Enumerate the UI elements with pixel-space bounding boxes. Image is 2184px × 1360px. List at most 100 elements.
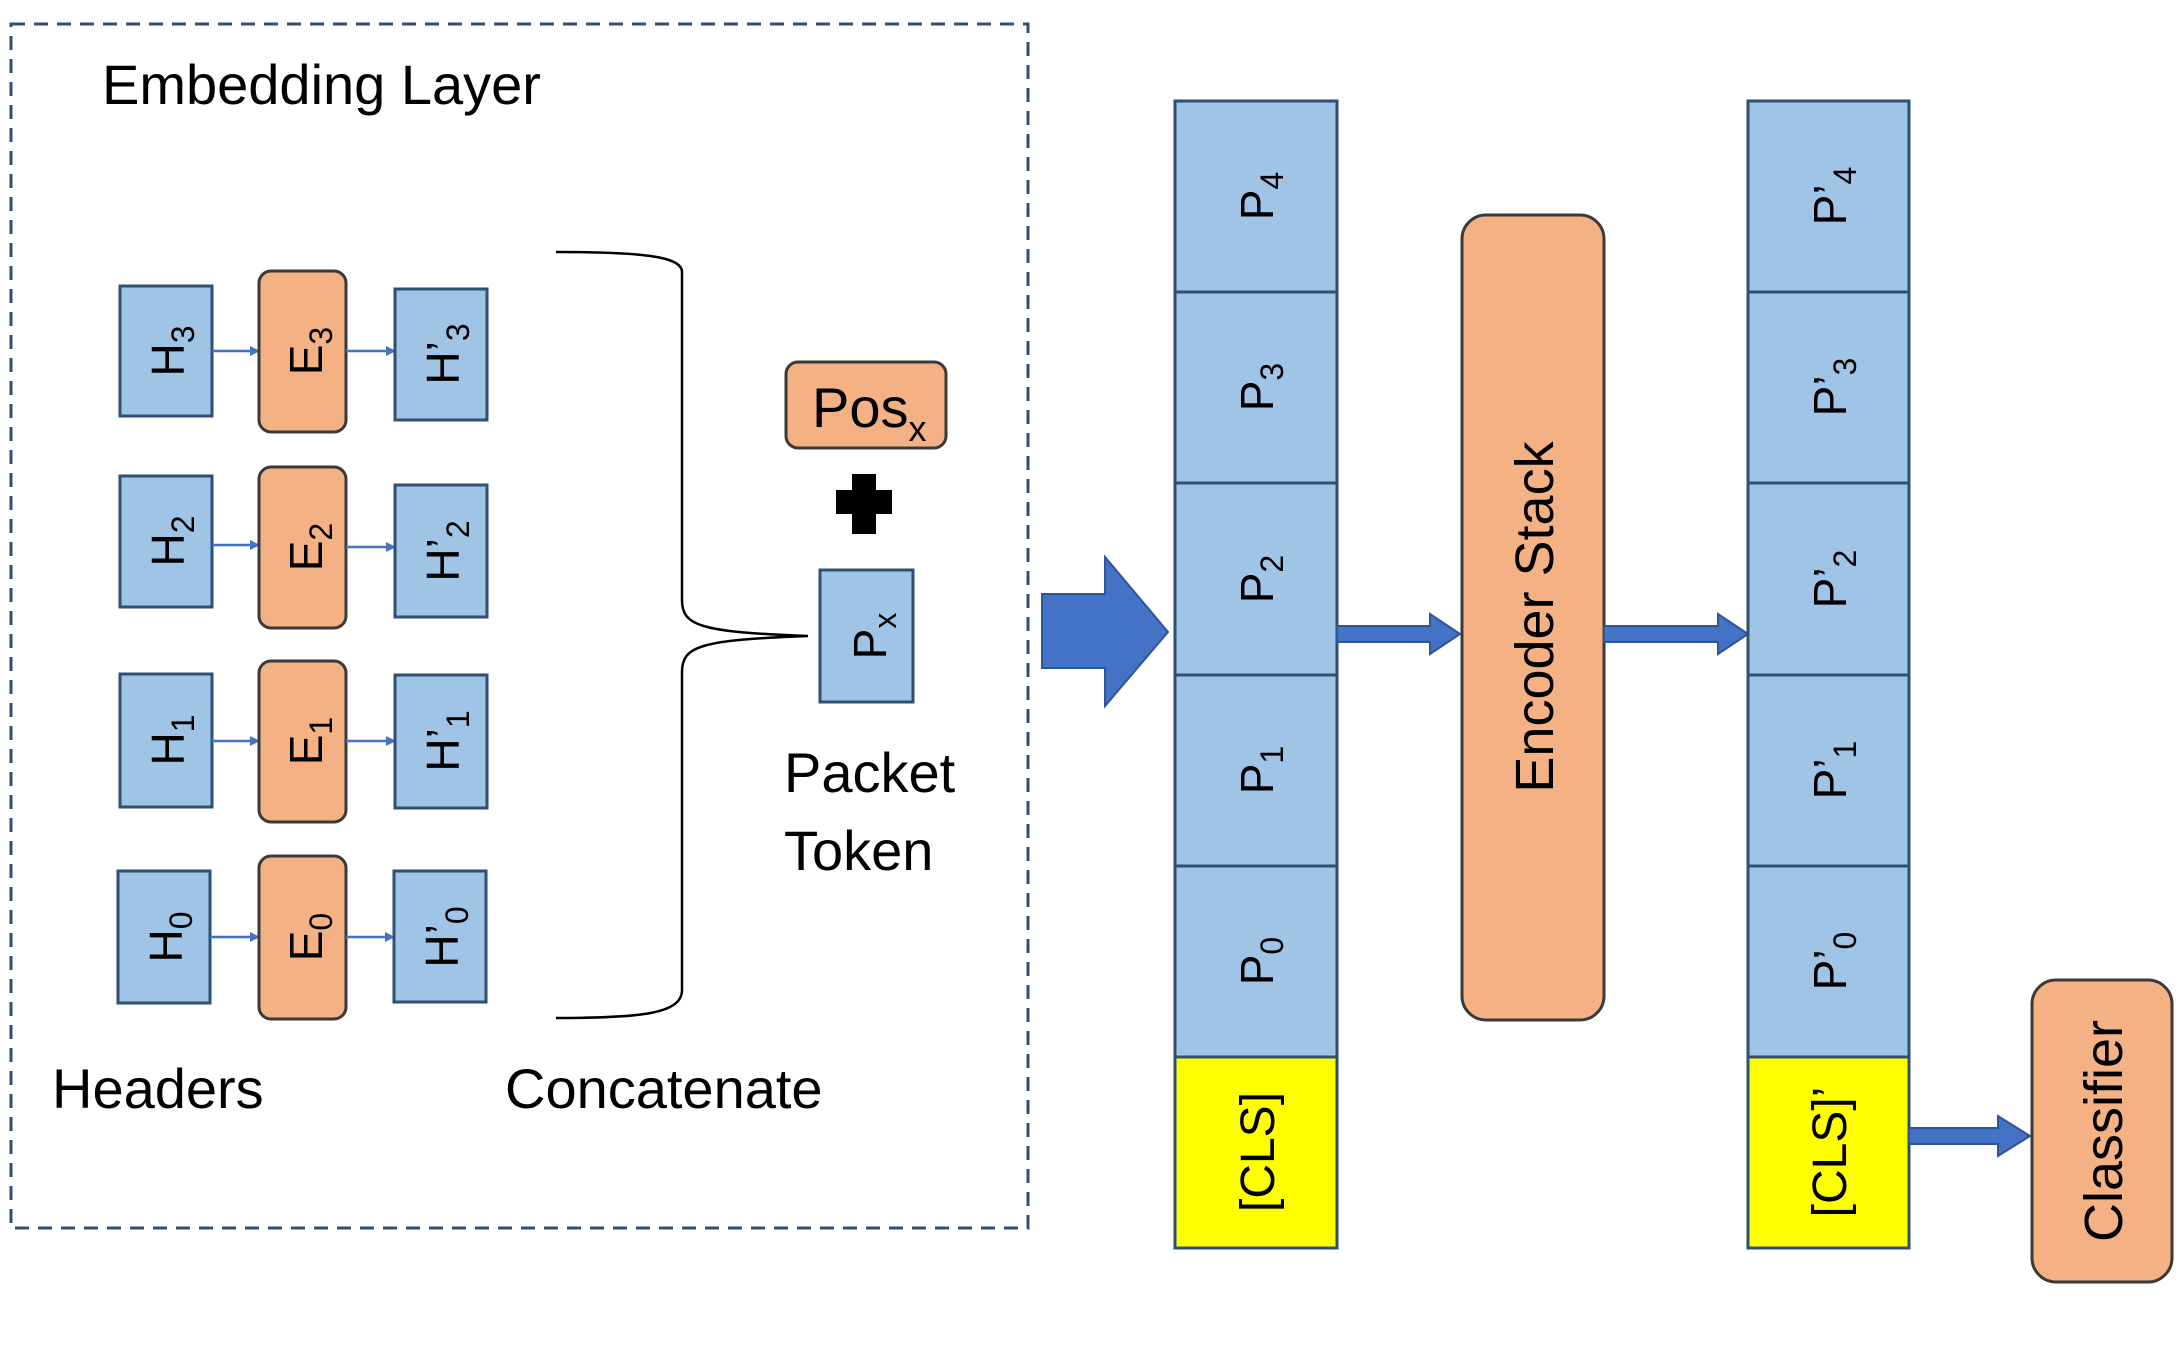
svg-text:H3: H3 xyxy=(142,325,201,376)
header-h0-sub: 0 xyxy=(163,911,199,929)
svg-text:H’2: H’2 xyxy=(417,520,476,581)
projected-h2-sub: 2 xyxy=(440,520,476,538)
output-token-cls-label: [CLS]’ xyxy=(1804,1087,1857,1218)
header-h3-label: H xyxy=(142,343,194,376)
embed-e3-sub: 3 xyxy=(303,327,339,345)
concatenate-brace xyxy=(555,250,809,1020)
svg-text:P’2: P’2 xyxy=(1804,550,1863,609)
output-token-p3 xyxy=(1746,290,1911,485)
embed-e2-label: E xyxy=(280,541,332,572)
input-token-p1 xyxy=(1173,673,1339,868)
packet-token-caption-line-2: Token xyxy=(784,819,933,882)
input-token-p0-label: P xyxy=(1231,955,1283,986)
encoder-stack-box xyxy=(1460,213,1606,1022)
svg-text:P’4: P’4 xyxy=(1804,167,1863,226)
projected-box-h0 xyxy=(392,869,488,1004)
input-token-p2-sub: 2 xyxy=(1254,555,1290,573)
projected-h0-sub: 0 xyxy=(439,906,475,924)
classifier-box xyxy=(2030,978,2174,1284)
embed-e2-sub: 2 xyxy=(303,523,339,541)
input-token-p3-label: P xyxy=(1231,381,1283,412)
svg-text:H0: H0 xyxy=(140,911,199,962)
input-token-p0 xyxy=(1173,864,1339,1059)
header-row-2: H2 E2 H’2 xyxy=(118,465,489,630)
svg-text:P1: P1 xyxy=(1231,746,1290,794)
header-box-h0 xyxy=(116,869,212,1005)
input-token-p2 xyxy=(1173,481,1339,677)
svg-text:Posx: Posx xyxy=(812,376,927,449)
plus-icon xyxy=(836,474,892,534)
output-token-column: P’4 P’3 P’2 P’1 P’0 [CLS]’ xyxy=(1746,99,1911,1250)
embedding-layer-title: Embedding Layer xyxy=(102,53,541,116)
embed-e1-label: E xyxy=(280,735,332,766)
arrow-to-classifier xyxy=(1908,1114,2032,1158)
projected-h1-sub: 1 xyxy=(440,710,476,728)
header-row-3: H3 E3 H’3 xyxy=(118,269,489,434)
output-token-p0-sub: 0 xyxy=(1827,932,1863,950)
svg-text:E1: E1 xyxy=(280,717,339,765)
output-token-p3-sub: 3 xyxy=(1827,358,1863,376)
projected-box-h3 xyxy=(393,287,489,422)
svg-text:H’0: H’0 xyxy=(416,906,475,967)
packet-token-box xyxy=(818,568,915,704)
header-h2-label: H xyxy=(142,533,194,566)
svg-text:P3: P3 xyxy=(1231,363,1290,411)
header-h1-sub: 1 xyxy=(165,714,201,732)
output-token-p2 xyxy=(1746,481,1911,677)
output-token-p1-label: P’ xyxy=(1804,758,1856,799)
output-token-p0-label: P’ xyxy=(1804,949,1856,990)
svg-text:E0: E0 xyxy=(280,913,339,961)
output-token-p3-label: P’ xyxy=(1804,375,1856,416)
header-h0-label: H xyxy=(140,929,192,962)
output-token-p1 xyxy=(1746,673,1911,868)
projected-h0-label: H’ xyxy=(416,924,468,967)
header-box-h3 xyxy=(118,284,214,418)
arrow-from-encoder xyxy=(1603,612,1750,656)
position-embedding-label: Pos xyxy=(812,376,909,439)
projected-h1-label: H’ xyxy=(417,728,469,771)
header-box-h2 xyxy=(118,474,214,609)
embed-e0-label: E xyxy=(280,931,332,962)
svg-text:P2: P2 xyxy=(1231,555,1290,603)
position-embedding-box xyxy=(784,360,948,450)
projected-box-h2 xyxy=(393,483,489,619)
output-token-p1-sub: 1 xyxy=(1827,741,1863,759)
embed-e1-sub: 1 xyxy=(303,717,339,735)
embed-e3-label: E xyxy=(280,345,332,376)
input-token-p3 xyxy=(1173,290,1339,485)
header-h1-label: H xyxy=(142,732,194,765)
header-box-h1 xyxy=(118,672,214,809)
header-h2-sub: 2 xyxy=(165,515,201,533)
projected-h3-sub: 3 xyxy=(440,323,476,341)
packet-token-label: P xyxy=(844,629,896,660)
svg-text:H2: H2 xyxy=(142,515,201,566)
output-token-p2-sub: 2 xyxy=(1827,550,1863,568)
headers-label: Headers xyxy=(52,1057,264,1120)
svg-text:P0: P0 xyxy=(1231,937,1290,985)
input-token-p4-sub: 4 xyxy=(1254,172,1290,190)
embedding-layer-frame xyxy=(9,22,1030,1230)
packet-token-sub: x xyxy=(867,613,903,629)
input-token-p0-sub: 0 xyxy=(1254,937,1290,955)
svg-text:E3: E3 xyxy=(280,327,339,375)
svg-text:P’3: P’3 xyxy=(1804,358,1863,417)
svg-text:P’1: P’1 xyxy=(1804,741,1863,800)
header-row-0: H0 E0 H’0 xyxy=(116,854,488,1021)
projected-h3-label: H’ xyxy=(417,341,469,384)
big-arrow xyxy=(1041,554,1170,709)
concatenate-label: Concatenate xyxy=(505,1057,823,1120)
encoder-stack-label: Encoder Stack xyxy=(1505,440,1565,792)
input-token-p1-label: P xyxy=(1231,764,1283,795)
header-h3-sub: 3 xyxy=(165,325,201,343)
output-token-cls xyxy=(1746,1055,1911,1250)
output-token-p4-sub: 4 xyxy=(1827,167,1863,185)
input-token-cls-label: [CLS] xyxy=(1232,1092,1285,1212)
input-token-p4-label: P xyxy=(1231,190,1283,221)
svg-text:P4: P4 xyxy=(1231,172,1290,220)
input-token-column: P4 P3 P2 P1 P0 [CLS] xyxy=(1173,99,1339,1250)
svg-text:H’3: H’3 xyxy=(417,323,476,384)
arrow-to-encoder xyxy=(1336,612,1462,656)
output-token-p2-label: P’ xyxy=(1804,567,1856,608)
svg-text:P’0: P’0 xyxy=(1804,932,1863,991)
